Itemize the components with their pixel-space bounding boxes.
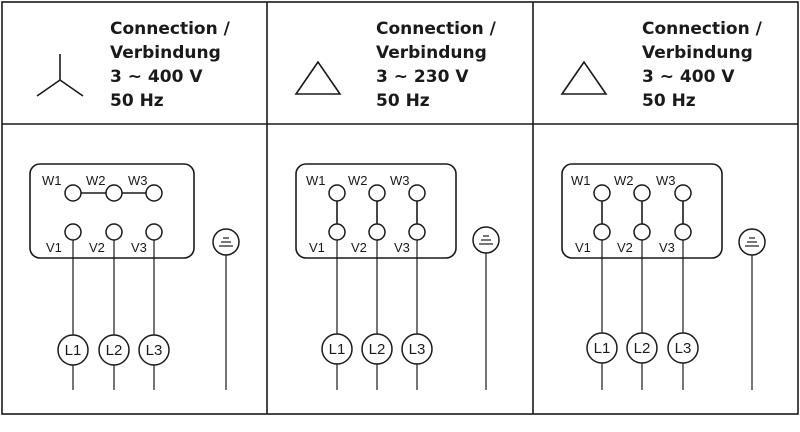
terminal-label: V1: [46, 240, 62, 255]
terminal-w3: [408, 184, 426, 202]
line-l3: [667, 332, 699, 364]
terminal-box: W1 W2 W3 V1 V2 V3: [295, 163, 457, 390]
terminal-label: V2: [89, 240, 105, 255]
ground-terminal-icon: [738, 228, 766, 390]
supply-lines: L1 L2 L3: [586, 332, 699, 364]
line-label: L2: [369, 341, 386, 358]
terminal-label: V2: [617, 240, 633, 255]
terminal-v3: [674, 223, 692, 241]
terminal-v1: [328, 223, 346, 241]
terminal-box-outline: [295, 163, 457, 259]
header-text: Connection / Verbindung 3 ~ 400 V 50 Hz: [110, 19, 231, 111]
ground-terminal-icon: [212, 228, 240, 390]
terminal-v2: [633, 223, 651, 241]
terminal-label: V3: [659, 240, 675, 255]
terminal-label: W3: [656, 173, 676, 188]
terminal-w3: [145, 184, 163, 202]
line-label: L1: [65, 342, 82, 359]
line-label: L3: [409, 341, 426, 358]
line-l2: [98, 334, 130, 366]
terminal-v2: [368, 223, 386, 241]
terminal-box: W1 W2 W3 V1 V2 V3: [561, 163, 723, 390]
terminal-w1: [328, 184, 346, 202]
terminal-label: V1: [309, 240, 325, 255]
terminal-w1: [64, 184, 82, 202]
header-line: 3 ~ 230 V: [376, 67, 469, 87]
line-label: L3: [675, 340, 692, 357]
terminal-w2: [633, 184, 651, 202]
delta-symbol-icon: [560, 60, 608, 95]
header-text: Connection / Verbindung 3 ~ 400 V 50 Hz: [642, 19, 763, 111]
line-l1: [586, 332, 618, 364]
terminal-label: W3: [390, 173, 410, 188]
terminal-v3: [145, 223, 163, 241]
header-line: 50 Hz: [110, 91, 164, 111]
line-l3: [401, 333, 433, 365]
header-line: Connection /: [642, 19, 763, 39]
header-line: Verbindung: [642, 43, 753, 63]
header-line: Connection /: [376, 19, 497, 39]
line-label: L1: [329, 341, 346, 358]
header-line: Verbindung: [110, 43, 221, 63]
line-l1: [57, 334, 89, 366]
terminal-label: W3: [128, 173, 148, 188]
ground-terminal-icon: [472, 226, 500, 390]
terminal-v1: [593, 223, 611, 241]
header-line: 3 ~ 400 V: [110, 67, 203, 87]
terminal-label: W1: [42, 173, 62, 188]
supply-lines: L1 L2 L3: [57, 334, 170, 366]
terminal-w3: [674, 184, 692, 202]
header-text: Connection / Verbindung 3 ~ 230 V 50 Hz: [376, 19, 497, 111]
line-label: L3: [146, 342, 163, 359]
header-line: 3 ~ 400 V: [642, 67, 735, 87]
terminal-v1: [64, 223, 82, 241]
terminal-box: W1 W2 W3 V1 V2 V3: [29, 163, 195, 390]
terminal-label: W2: [86, 173, 106, 188]
terminal-label: V3: [131, 240, 147, 255]
panel-1: Connection / Verbindung 3 ~ 400 V 50 Hz …: [29, 19, 240, 390]
terminal-box-outline: [29, 163, 195, 259]
header-line: 50 Hz: [642, 91, 696, 111]
header-line: Connection /: [110, 19, 231, 39]
terminal-label: V3: [394, 240, 410, 255]
line-l3: [138, 334, 170, 366]
table-border: [1, 1, 799, 415]
line-l2: [626, 332, 658, 364]
terminal-label: V2: [351, 240, 367, 255]
line-label: L1: [594, 340, 611, 357]
table-grid: [1, 1, 799, 415]
line-label: L2: [634, 340, 651, 357]
supply-lines: L1 L2 L3: [321, 333, 433, 365]
terminal-label: W2: [614, 173, 634, 188]
terminal-w2: [368, 184, 386, 202]
terminal-label: W2: [348, 173, 368, 188]
line-label: L2: [106, 342, 123, 359]
panel-3: Connection / Verbindung 3 ~ 400 V 50 Hz …: [560, 19, 766, 390]
star-symbol-icon: [36, 54, 84, 97]
terminal-v3: [408, 223, 426, 241]
terminal-label: V1: [575, 240, 591, 255]
delta-symbol-icon: [294, 60, 342, 95]
line-l1: [321, 333, 353, 365]
panel-2: Connection / Verbindung 3 ~ 230 V 50 Hz …: [294, 19, 500, 390]
terminal-label: W1: [306, 173, 326, 188]
header-line: Verbindung: [376, 43, 487, 63]
terminal-w1: [593, 184, 611, 202]
terminal-label: W1: [571, 173, 591, 188]
terminal-w2: [105, 184, 123, 202]
header-line: 50 Hz: [376, 91, 430, 111]
terminal-v2: [105, 223, 123, 241]
line-l2: [361, 333, 393, 365]
